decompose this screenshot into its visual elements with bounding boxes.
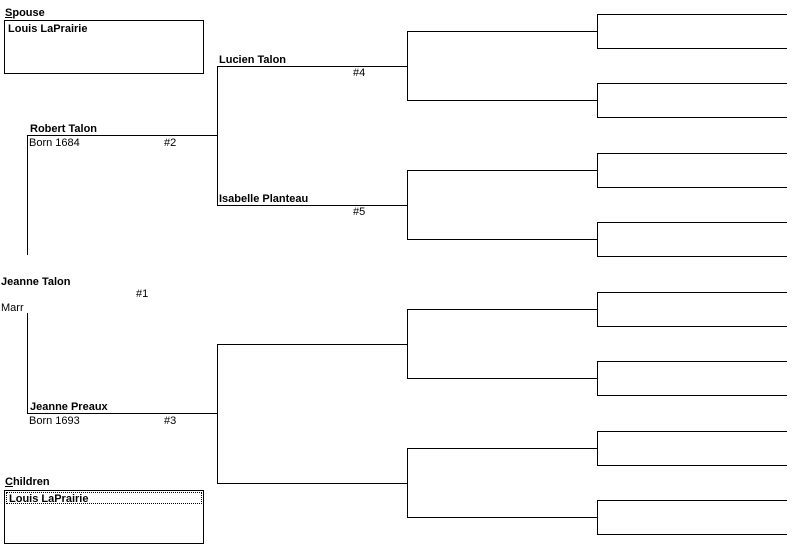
children-list[interactable]: Louis LaPrairie: [4, 490, 204, 544]
person3-parents-connector: [217, 344, 218, 484]
person9-line[interactable]: [407, 100, 598, 101]
person8-parents-slot[interactable]: [597, 14, 787, 49]
person2-number: #2: [164, 137, 177, 149]
person7-line[interactable]: [217, 483, 408, 484]
person6-parents-connector: [407, 309, 408, 379]
person2-name[interactable]: Robert Talon: [30, 123, 98, 135]
person14-parents-slot[interactable]: [597, 431, 787, 466]
person1-marriage: Marr: [1, 302, 24, 314]
person1-number: #1: [136, 288, 149, 300]
person5-name[interactable]: Isabelle Planteau: [219, 193, 309, 205]
person3-birth: Born 1693: [29, 415, 80, 427]
person2-birth: Born 1684: [29, 137, 80, 149]
spouse-box[interactable]: Louis LaPrairie: [4, 20, 204, 74]
person12-parents-slot[interactable]: [597, 292, 787, 327]
person13-parents-slot[interactable]: [597, 361, 787, 396]
person13-line[interactable]: [407, 378, 598, 379]
person4-parents-connector: [407, 31, 408, 101]
person10-parents-slot[interactable]: [597, 153, 787, 188]
person1-name[interactable]: Jeanne Talon: [1, 276, 71, 288]
person3-number: #3: [164, 415, 177, 427]
person12-line[interactable]: [407, 309, 598, 310]
person8-line[interactable]: [407, 31, 598, 32]
person15-parents-slot[interactable]: [597, 500, 787, 535]
person4-line: [217, 66, 408, 67]
spouse-label: Spouse: [5, 7, 45, 19]
person5-number: #5: [353, 206, 366, 218]
person6-line[interactable]: [217, 344, 408, 345]
spouse-name[interactable]: Louis LaPrairie: [8, 23, 88, 35]
person11-parents-slot[interactable]: [597, 222, 787, 257]
person2-parents-connector: [217, 66, 218, 206]
person5-line: [217, 205, 408, 206]
person1-lower-connector: [27, 313, 28, 413]
person9-parents-slot[interactable]: [597, 83, 787, 118]
person5-parents-connector: [407, 170, 408, 240]
person4-number: #4: [353, 67, 366, 79]
child-item[interactable]: Louis LaPrairie: [6, 492, 202, 505]
person10-line[interactable]: [407, 170, 598, 171]
person2-line: [27, 135, 218, 136]
person4-name[interactable]: Lucien Talon: [219, 54, 287, 66]
person3-name[interactable]: Jeanne Preaux: [30, 401, 108, 413]
children-label: Children: [5, 476, 50, 488]
person3-line: [27, 413, 218, 414]
person1-upper-connector: [27, 135, 28, 255]
person15-line[interactable]: [407, 517, 598, 518]
person14-line[interactable]: [407, 448, 598, 449]
person7-parents-connector: [407, 448, 408, 518]
person11-line[interactable]: [407, 239, 598, 240]
